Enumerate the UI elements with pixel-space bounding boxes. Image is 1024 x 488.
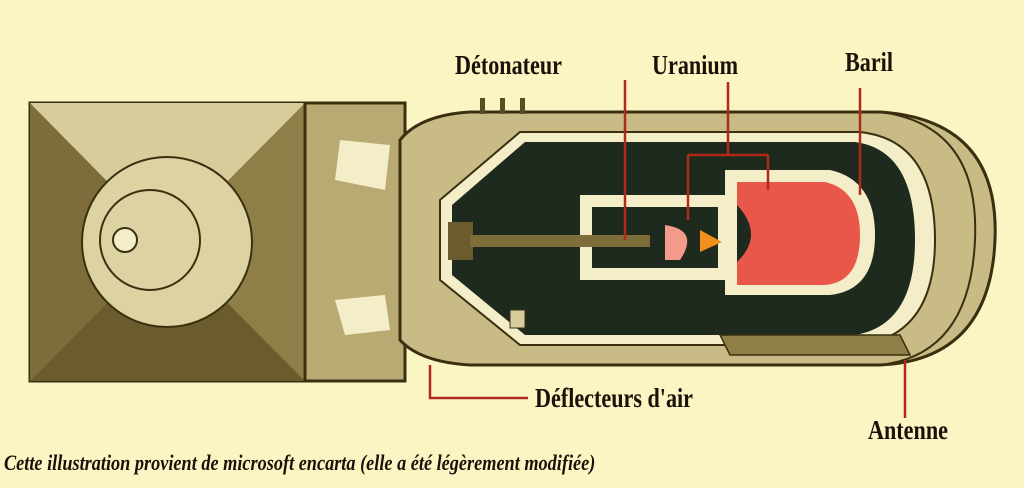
caption: Cette illustration provient de microsoft… (4, 450, 596, 475)
leader-lines (428, 80, 907, 418)
bomb-body (398, 98, 997, 367)
tail-fins (28, 101, 407, 383)
label-antenna: Antenne (868, 415, 948, 445)
label-air-deflectors: Déflecteurs d'air (535, 383, 694, 413)
label-barrel: Baril (845, 47, 893, 77)
label-uranium: Uranium (652, 50, 739, 80)
label-detonator: Détonateur (455, 50, 562, 80)
